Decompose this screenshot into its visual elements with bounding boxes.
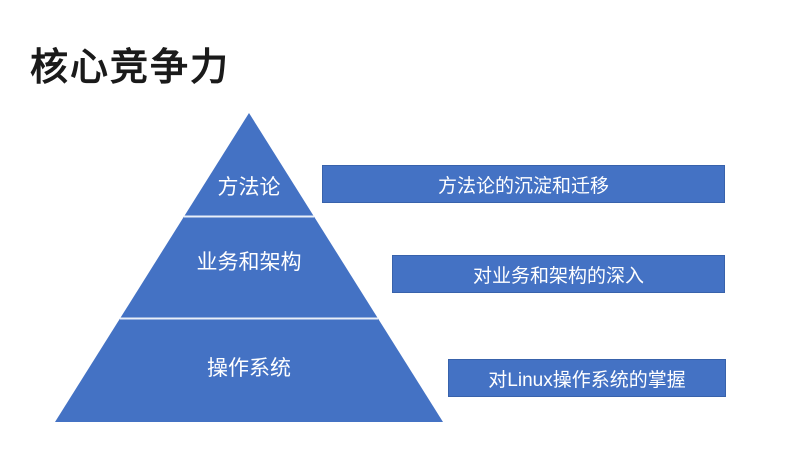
pyramid-tier-label-business-architecture: 业务和架构 <box>196 251 302 274</box>
pyramid-tier-label-operating-system: 操作系统 <box>207 357 291 380</box>
callout-bar-operating-system: 对Linux操作系统的掌握 <box>448 359 726 397</box>
callout-bar-business-architecture: 对业务和架构的深入 <box>392 255 725 293</box>
pyramid-tier-label-methodology: 方法论 <box>217 176 281 199</box>
callout-bar-label: 方法论的沉淀和迁移 <box>437 175 609 197</box>
pyramid-shape <box>55 113 443 422</box>
callout-bar-methodology: 方法论的沉淀和迁移 <box>322 165 725 203</box>
callout-bar-label: 对Linux操作系统的掌握 <box>488 369 686 391</box>
callout-bar-label: 对业务和架构的深入 <box>472 265 644 287</box>
page-title: 核心竞争力 <box>30 47 231 89</box>
